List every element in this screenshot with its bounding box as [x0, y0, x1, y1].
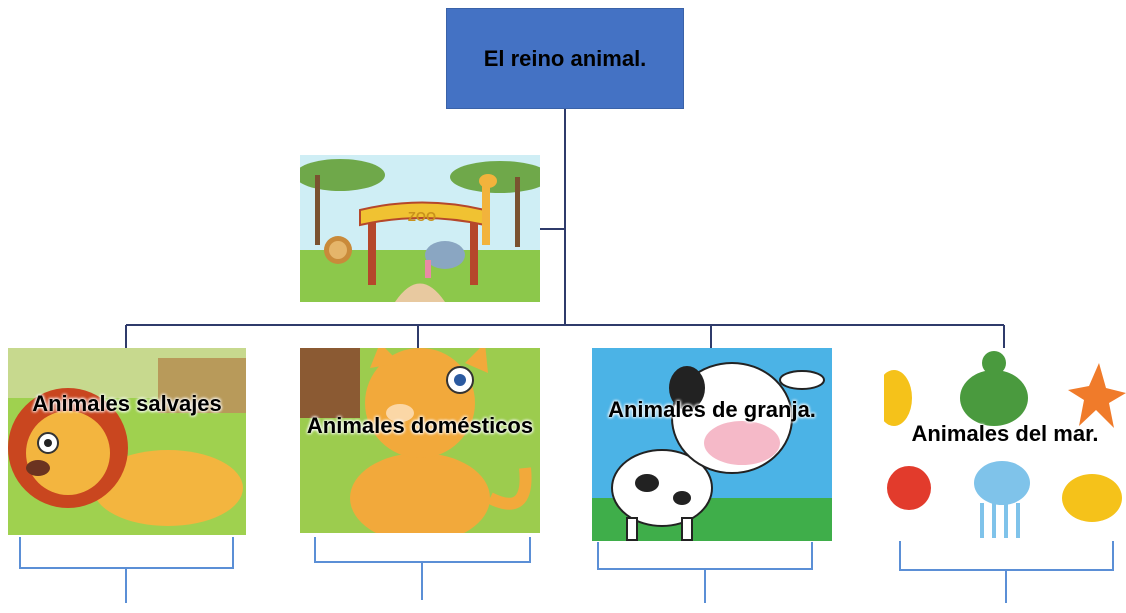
sea-animals-image: Animales del mar.	[884, 348, 1126, 541]
root-title: El reino animal.	[483, 45, 647, 71]
category-label-farm: Animales de granja.	[608, 397, 816, 422]
domestic-animals-image: Animales domésticos	[300, 348, 540, 533]
category-label-sea: Animales del mar.	[911, 421, 1099, 446]
category-label-wild: Animales salvajes	[32, 391, 222, 416]
svg-text:ZOO: ZOO	[408, 209, 436, 224]
farm-animals-image: Animales de granja.	[592, 348, 832, 541]
category-label-domestic: Animales domésticos	[306, 413, 534, 438]
wild-animals-image: Animales salvajes	[8, 348, 246, 535]
zoo-image: ZOO	[300, 155, 540, 302]
root-node: El reino animal.	[446, 8, 684, 109]
